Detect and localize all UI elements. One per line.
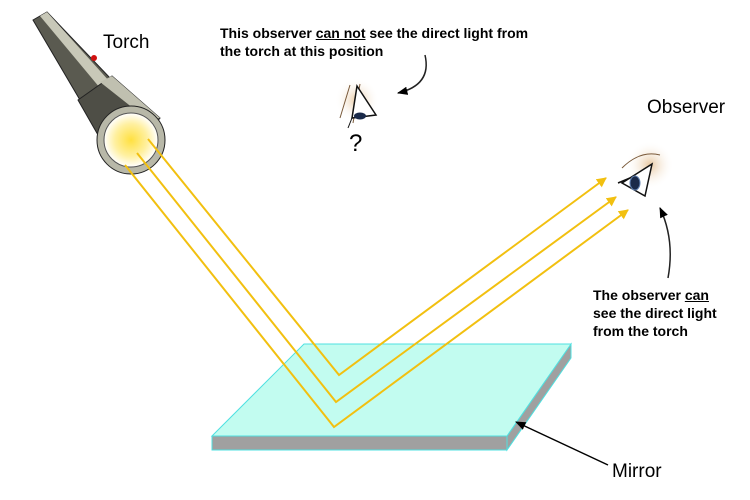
eye-blocked-observer-icon xyxy=(335,78,379,129)
note-top-pre: This observer xyxy=(220,25,316,41)
note-top-emphasis: can not xyxy=(315,25,366,41)
torch-light-icon xyxy=(103,112,159,168)
torch-handle-highlight xyxy=(40,12,110,88)
torch-label: Torch xyxy=(103,32,150,53)
light-rays xyxy=(124,138,629,429)
ray-3 xyxy=(124,164,629,429)
mirror xyxy=(210,342,572,452)
question-mark: ? xyxy=(349,130,363,157)
observer-label: Observer xyxy=(647,97,726,118)
note-can-see: The observer can see the direct light fr… xyxy=(593,286,717,340)
torch-button xyxy=(91,55,97,61)
eye-observer-icon xyxy=(617,141,674,198)
mirror-surface xyxy=(210,343,572,437)
torch xyxy=(32,11,166,175)
note-top-line2: the torch at this position xyxy=(220,43,384,59)
note-top-post: see the direct light from xyxy=(365,25,529,41)
ray-1 xyxy=(147,138,607,377)
ray-2 xyxy=(136,152,617,404)
note-top-arrow xyxy=(396,54,427,95)
note-cannot-see: This observer can not see the direct lig… xyxy=(220,24,528,60)
mirror-label: Mirror xyxy=(612,461,662,482)
note-right-arrow xyxy=(659,207,671,279)
mirror-front-edge xyxy=(211,435,508,451)
note-right-emphasis: can xyxy=(684,287,709,303)
note-right-line2: see the direct light xyxy=(593,305,717,321)
note-right-pre: The observer xyxy=(593,287,685,303)
mirror-pointer-arrow xyxy=(515,421,609,466)
note-right-line3: from the torch xyxy=(593,323,688,339)
